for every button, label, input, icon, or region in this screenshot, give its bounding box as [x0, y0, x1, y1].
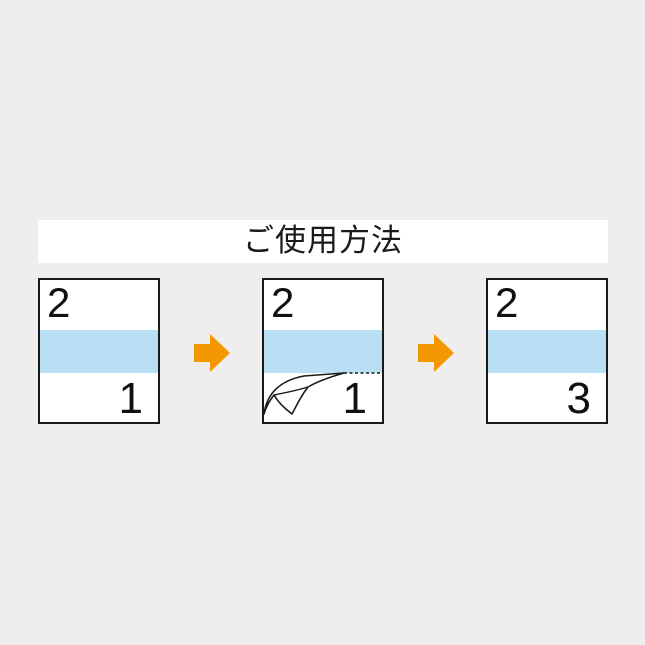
step-1-top-number: 2: [47, 279, 71, 326]
step-3-bottom-number: 3: [566, 374, 591, 423]
page-title: ご使用方法: [243, 223, 403, 259]
peel-corner-icon: [264, 372, 382, 415]
step-3-band: [488, 330, 606, 373]
step-3-top-number: 2: [495, 279, 519, 326]
step-1-band: [40, 330, 158, 373]
step-1-bottom-number: 1: [118, 374, 143, 423]
step-2-bottom-number: 1: [342, 374, 367, 423]
step-2-card: 2 1: [262, 278, 384, 424]
step-1-card: 2 1: [38, 278, 160, 424]
arrow-right-icon: [418, 334, 454, 372]
step-2-band: [264, 330, 382, 373]
title-bar: ご使用方法: [38, 220, 608, 263]
arrow-right-icon: [194, 334, 230, 372]
step-2-top-number: 2: [271, 279, 295, 326]
step-3-card: 2 3: [486, 278, 608, 424]
